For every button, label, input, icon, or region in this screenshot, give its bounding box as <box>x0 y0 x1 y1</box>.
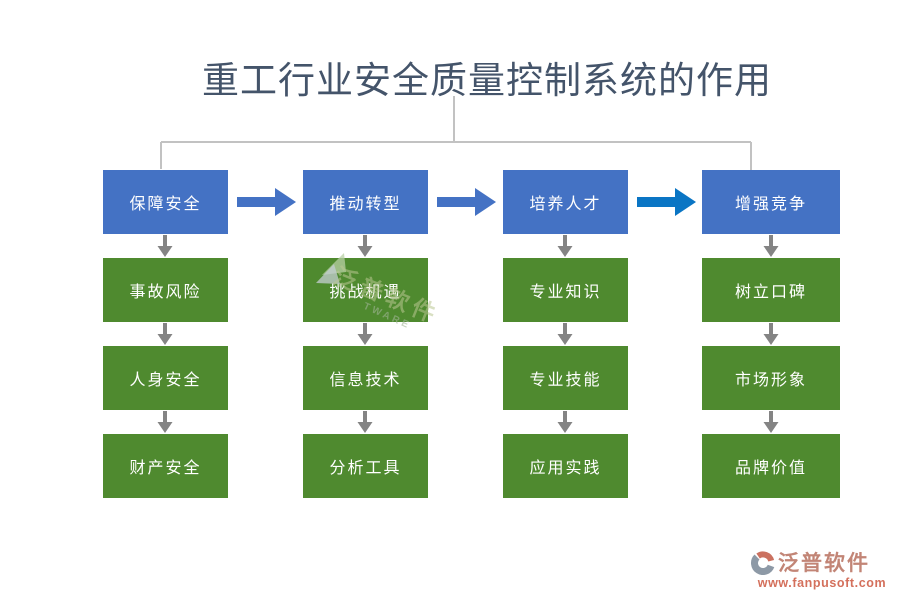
right-arrow-icon <box>237 188 296 216</box>
brand-name: 泛普软件 <box>778 552 870 575</box>
flow-item-box: 专业技能 <box>503 346 628 410</box>
flow-item-label: 分析工具 <box>329 460 402 477</box>
flow-header-label: 保障安全 <box>129 196 202 213</box>
flow-item-label: 人身安全 <box>129 372 202 389</box>
down-arrow-icon <box>357 235 373 257</box>
down-arrow-icon <box>557 323 573 345</box>
flow-item-label: 挑战机遇 <box>329 284 402 301</box>
flow-item-box: 事故风险 <box>103 258 228 322</box>
down-arrow-icon <box>157 323 173 345</box>
flow-item-label: 财产安全 <box>129 460 202 477</box>
fanpu-logo-icon <box>751 551 775 575</box>
flow-header-box-2: 推动转型 <box>303 170 428 234</box>
down-arrow-icon <box>557 235 573 257</box>
flow-item-label: 信息技术 <box>329 372 402 389</box>
flow-header-box-1: 保障安全 <box>103 170 228 234</box>
down-arrow-icon <box>157 411 173 433</box>
diagram-title: 重工行业安全质量控制系统的作用 <box>202 61 772 102</box>
flow-item-label: 专业技能 <box>529 372 602 389</box>
flow-item-box: 树立口碑 <box>702 258 840 322</box>
down-arrow-icon <box>763 323 779 345</box>
flow-item-label: 树立口碑 <box>734 284 807 301</box>
flow-item-box: 品牌价值 <box>702 434 840 498</box>
flow-header-label: 增强竞争 <box>734 196 807 213</box>
down-arrow-icon <box>357 411 373 433</box>
down-arrow-icon <box>557 411 573 433</box>
flow-item-label: 市场形象 <box>734 372 807 389</box>
brand-logo: 泛普软件 www.fanpusoft.com <box>750 548 894 590</box>
down-arrow-icon <box>763 411 779 433</box>
flow-item-box: 财产安全 <box>103 434 228 498</box>
flow-item-box: 专业知识 <box>503 258 628 322</box>
flow-header-box-3: 培养人才 <box>503 170 628 234</box>
flow-item-label: 品牌价值 <box>734 460 807 477</box>
flow-header-label: 培养人才 <box>529 196 602 213</box>
flow-item-label: 专业知识 <box>529 284 602 301</box>
right-arrow-icon <box>637 188 696 216</box>
flow-item-box: 信息技术 <box>303 346 428 410</box>
flow-item-label: 事故风险 <box>129 284 202 301</box>
flow-item-box: 分析工具 <box>303 434 428 498</box>
flow-item-box: 应用实践 <box>503 434 628 498</box>
brand-url: www.fanpusoft.com <box>757 576 887 590</box>
down-arrow-icon <box>157 235 173 257</box>
right-arrow-icon <box>437 188 496 216</box>
flow-item-box: 市场形象 <box>702 346 840 410</box>
down-arrow-icon <box>763 235 779 257</box>
flow-header-label: 推动转型 <box>329 196 402 213</box>
down-arrow-icon <box>357 323 373 345</box>
flow-header-box-4: 增强竞争 <box>702 170 840 234</box>
flow-item-label: 应用实践 <box>529 460 602 477</box>
flow-item-box: 挑战机遇 <box>303 258 428 322</box>
flow-item-box: 人身安全 <box>103 346 228 410</box>
